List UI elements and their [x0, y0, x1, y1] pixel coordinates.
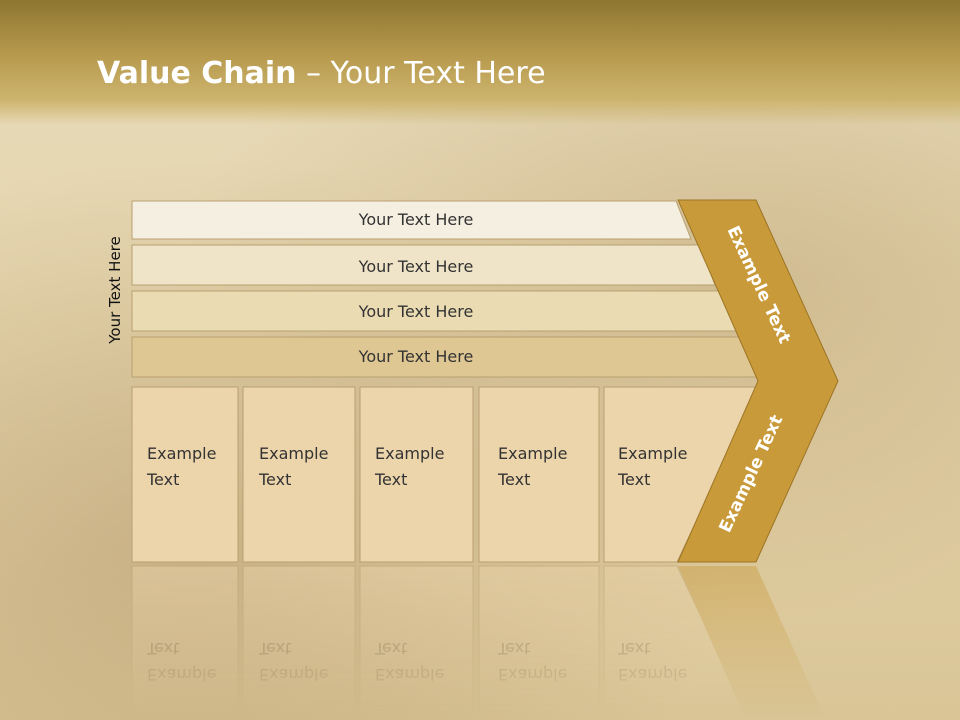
column-3 [359, 386, 474, 563]
bar-3-label: Your Text Here [358, 302, 474, 321]
reflection-col-1-line1: Example [147, 665, 216, 684]
reflection-group: Example Text Example Text Example Text E… [131, 565, 826, 720]
columns-group: Example Text Example Text Example Text E… [131, 386, 761, 563]
column-5-line2: Text [617, 470, 650, 489]
column-5 [603, 386, 761, 563]
reflection-col-1-line2: Text [146, 639, 179, 658]
column-4 [478, 386, 600, 563]
column-3-line1: Example [375, 444, 444, 463]
reflection-col-2-line2: Text [258, 639, 291, 658]
column-1-line2: Text [146, 470, 179, 489]
column-2-line2: Text [258, 470, 291, 489]
reflection-col-5-line1: Example [618, 665, 687, 684]
reflection-col-2-line1: Example [259, 665, 328, 684]
title-rest: – Your Text Here [296, 56, 546, 91]
reflection-col-4-line1: Example [498, 665, 567, 684]
column-2 [242, 386, 356, 563]
column-2-line1: Example [259, 444, 328, 463]
chevron [677, 199, 839, 563]
header-band [0, 0, 960, 125]
column-1 [131, 386, 239, 563]
reflection-col-3-line2: Text [374, 639, 407, 658]
slide-title: Value Chain – Your Text Here [97, 52, 546, 96]
column-4-line2: Text [497, 470, 530, 489]
column-3-line2: Text [374, 470, 407, 489]
column-5-line1: Example [618, 444, 687, 463]
bars-group: Your Text Here Your Text Here Your Text … [131, 200, 764, 378]
bar-1-label: Your Text Here [358, 210, 474, 229]
column-4-line1: Example [498, 444, 567, 463]
reflection-col-4-line2: Text [497, 639, 530, 658]
reflection-col-5-line2: Text [617, 639, 650, 658]
bar-2-label: Your Text Here [358, 257, 474, 276]
bar-4-label: Your Text Here [358, 347, 474, 366]
column-1-line1: Example [147, 444, 216, 463]
title-bold: Value Chain [97, 56, 297, 91]
reflection-col-3-line1: Example [375, 665, 444, 684]
chevron-group: Example Text Example Text [677, 199, 839, 563]
bar-2 [131, 244, 716, 286]
bar-1 [131, 200, 692, 240]
